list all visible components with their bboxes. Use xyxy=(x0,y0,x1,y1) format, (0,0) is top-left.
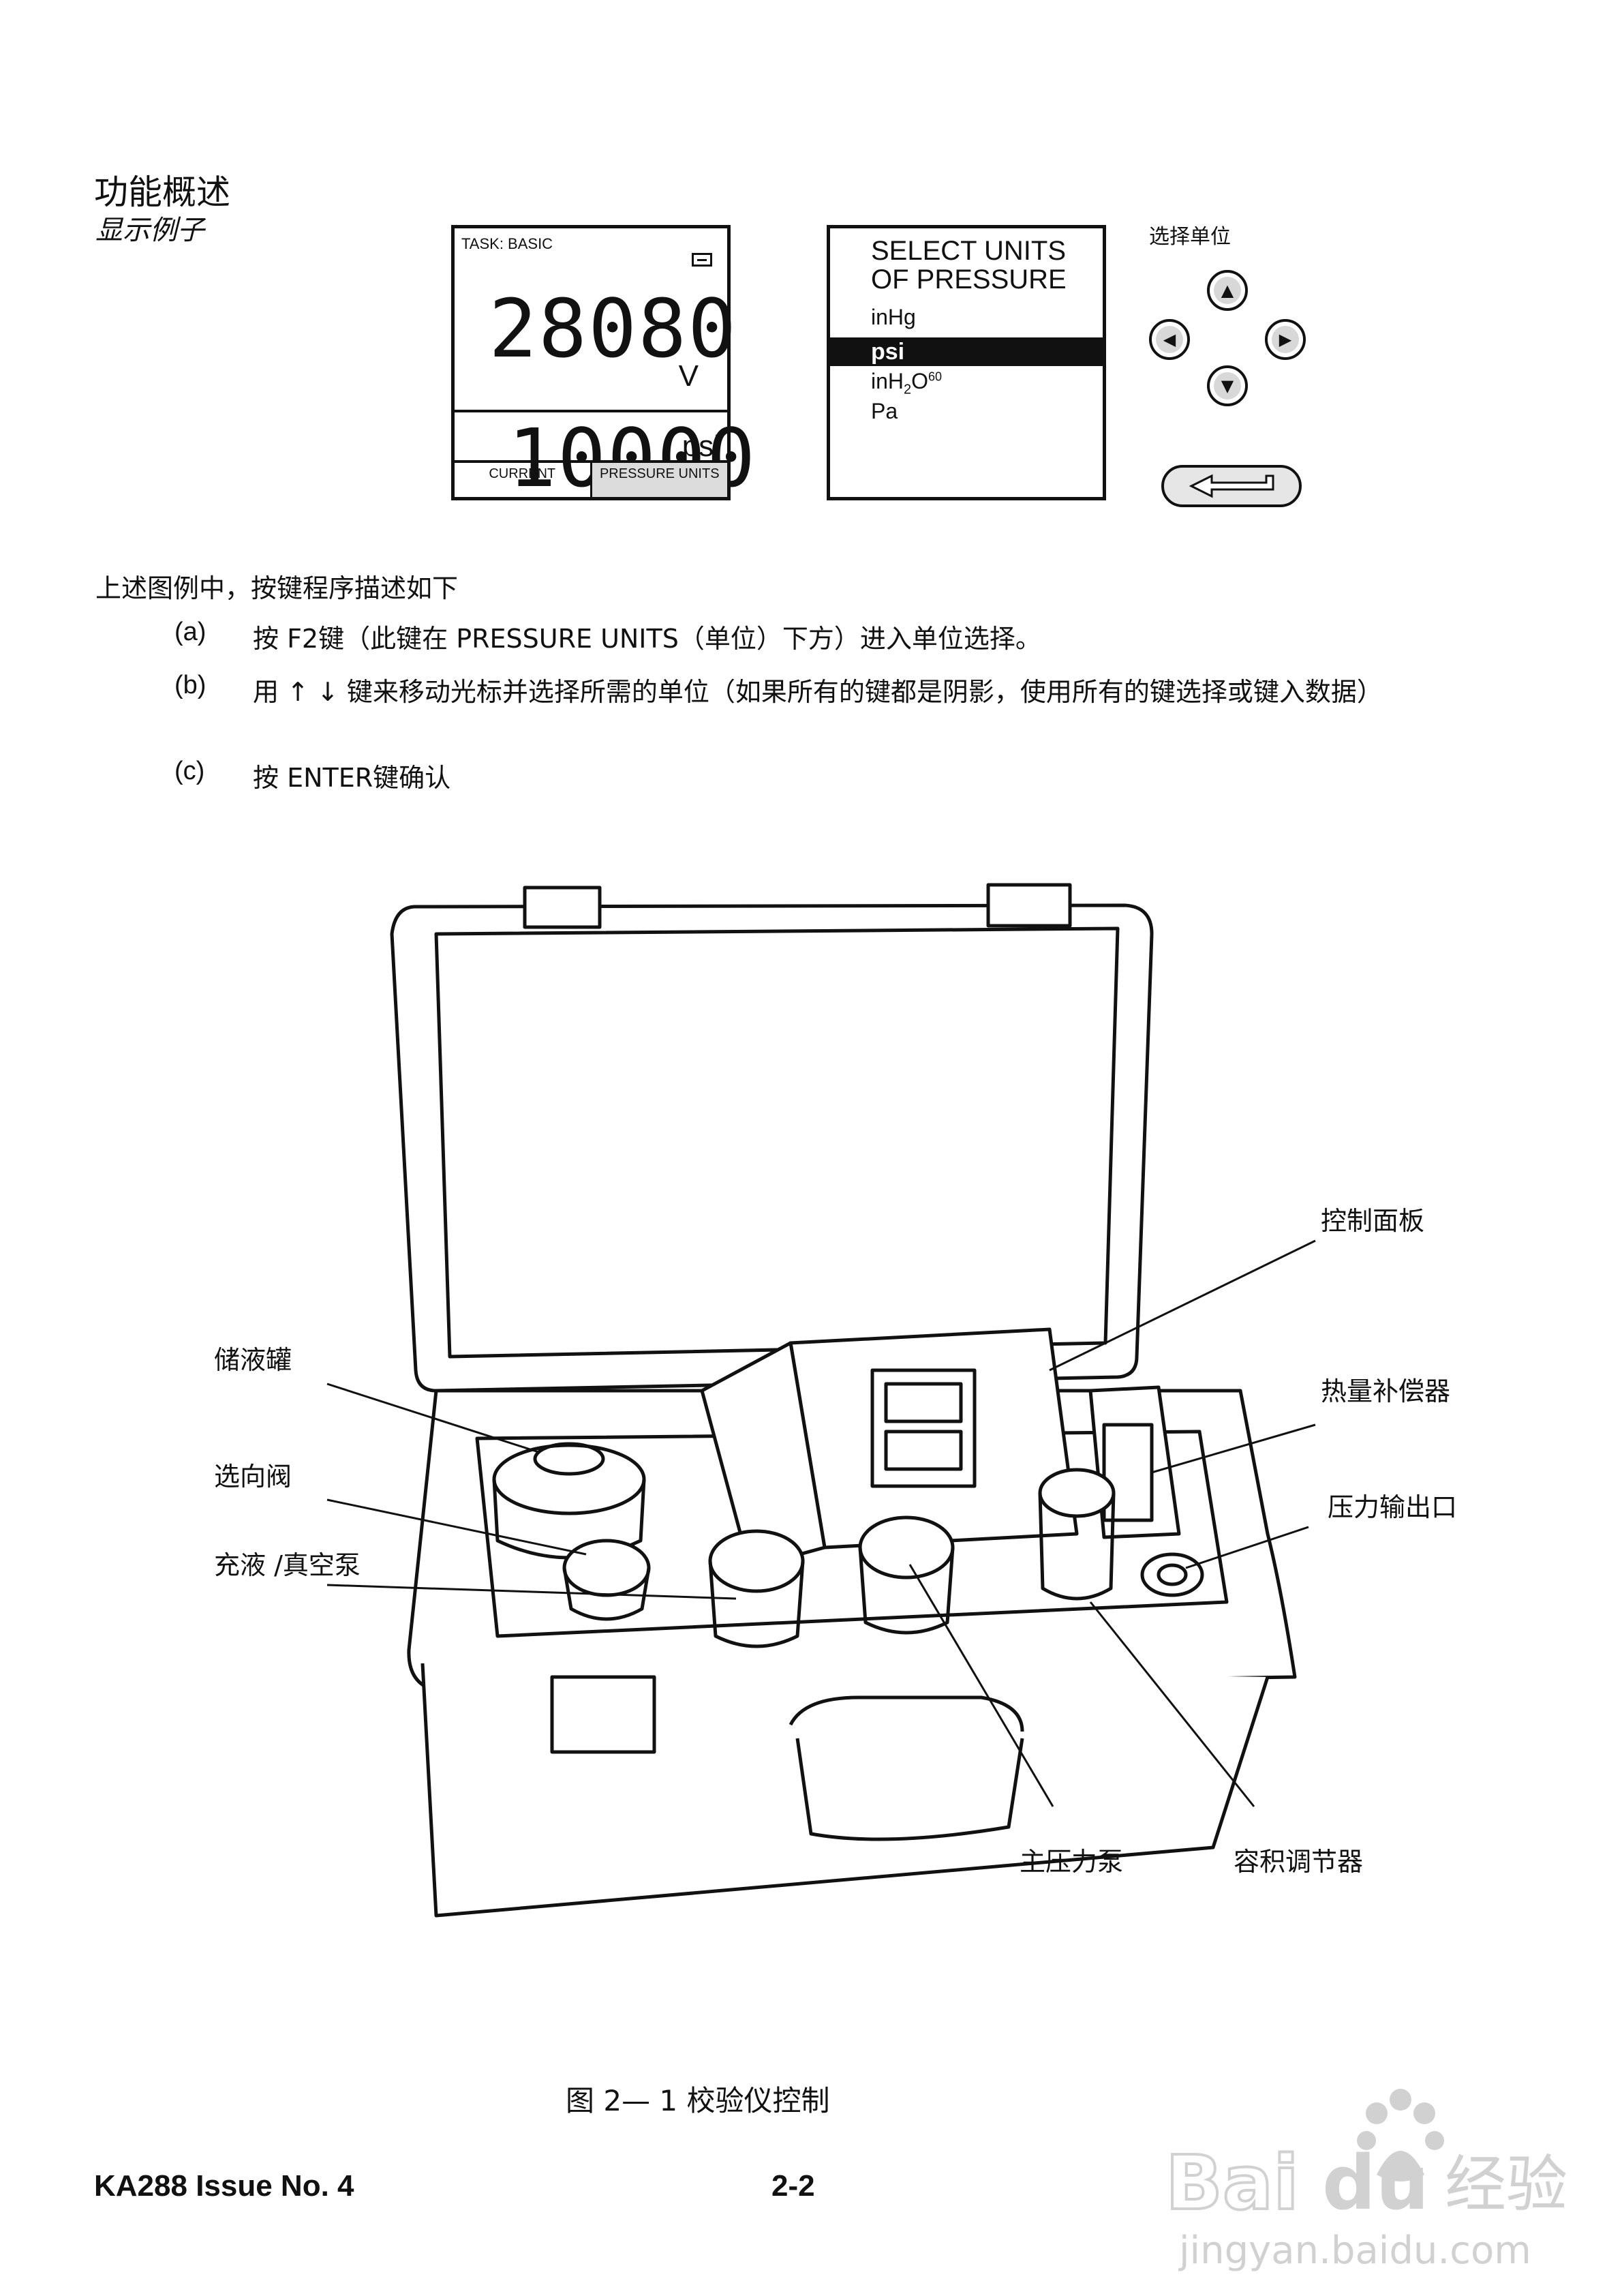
keypad-label: 选择单位 xyxy=(1149,225,1231,249)
step-label: (c) xyxy=(174,757,205,785)
svg-text:jingyan.baidu.com: jingyan.baidu.com xyxy=(1178,2229,1531,2273)
callout-reservoir: 储液罐 xyxy=(214,1345,292,1375)
enter-arrow-icon xyxy=(1189,474,1274,498)
unit-option-inhg[interactable]: inHg xyxy=(871,305,916,329)
baidu-watermark-logo: Bai du 经验 jingyan.baidu.com xyxy=(1164,2089,1567,2273)
footer-document-id: KA288 Issue No. 4 xyxy=(94,2169,354,2203)
footer-page-number: 2-2 xyxy=(771,2169,815,2203)
up-arrow-icon: ▲ xyxy=(1214,277,1241,304)
down-arrow-icon: ▼ xyxy=(1214,372,1241,399)
callout-selector-valve: 选向阀 xyxy=(214,1462,292,1492)
callout-volume-adjuster: 容积调节器 xyxy=(1234,1847,1364,1877)
callout-thermal-compensator: 热量补偿器 xyxy=(1321,1376,1451,1406)
unit-menu-title: SELECT UNITS OF PRESSURE xyxy=(871,237,1067,294)
softkey-bar: CURRENT PRESSURE UNITS xyxy=(455,460,727,497)
top-reading: 28080 xyxy=(489,282,738,376)
svg-text:Bai: Bai xyxy=(1165,2139,1299,2226)
step-label: (a) xyxy=(174,618,206,646)
step-text: 用 ↑ ↓ 键来移动光标并选择所需的单位（如果所有的键都是阴影，使用所有的键选择… xyxy=(253,677,1383,707)
figure-caption: 图 2— 1 校验仪控制 xyxy=(566,2084,830,2117)
task-label: TASK: BASIC xyxy=(461,235,553,252)
top-reading-row: 28080 V xyxy=(455,276,736,412)
section-heading: 功能概述 xyxy=(94,172,230,212)
section-subheading: 显示例子 xyxy=(95,215,204,246)
svg-text:du: du xyxy=(1322,2139,1429,2226)
calibrator-illustration xyxy=(326,883,1316,1918)
step-text: 按 ENTER键确认 xyxy=(253,763,451,793)
step-text: 按 F2键（此键在 PRESSURE UNITS（单位）下方）进入单位选择。 xyxy=(253,624,1041,654)
battery-icon xyxy=(692,253,712,267)
svg-text:经验: 经验 xyxy=(1445,2149,1567,2220)
unit-option-psi: psi xyxy=(871,339,905,365)
left-arrow-button[interactable]: ◀ xyxy=(1149,319,1190,360)
right-arrow-button[interactable]: ▶ xyxy=(1265,319,1306,360)
step-label: (b) xyxy=(174,671,206,699)
down-arrow-button[interactable]: ▼ xyxy=(1207,365,1248,406)
callout-main-pump: 主压力泵 xyxy=(1020,1847,1124,1877)
left-arrow-icon: ◀ xyxy=(1156,326,1183,353)
right-arrow-icon: ▶ xyxy=(1272,326,1299,353)
softkey-pressure-units[interactable]: PRESSURE UNITS xyxy=(590,463,727,497)
callout-control-panel: 控制面板 xyxy=(1321,1206,1425,1236)
callout-prime-vacuum-pump: 充液 /真空泵 xyxy=(214,1550,361,1580)
enter-key[interactable] xyxy=(1161,465,1302,507)
unit-option-pa[interactable]: Pa xyxy=(871,399,898,423)
callout-pressure-outlet: 压力输出口 xyxy=(1328,1492,1458,1522)
unit-select-screen: SELECT UNITS OF PRESSURE inHg psi inH2O6… xyxy=(827,225,1106,500)
up-arrow-button[interactable]: ▲ xyxy=(1207,270,1248,311)
top-unit: V xyxy=(678,359,699,393)
bottom-unit: psi xyxy=(682,429,720,463)
instructions-intro: 上述图例中，按键程序描述如下 xyxy=(95,573,459,603)
unit-menu-title-line1: SELECT UNITS xyxy=(871,236,1066,266)
display-example-screen: TASK: BASIC 28080 V 10000 psi CURRENT PR… xyxy=(451,225,755,500)
unit-option-inh2o[interactable]: inH2O60 xyxy=(871,369,943,397)
softkey-current[interactable]: CURRENT xyxy=(489,466,556,481)
unit-option-psi-selected[interactable]: psi xyxy=(830,337,1103,366)
unit-menu-title-line2: OF PRESSURE xyxy=(871,265,1067,294)
